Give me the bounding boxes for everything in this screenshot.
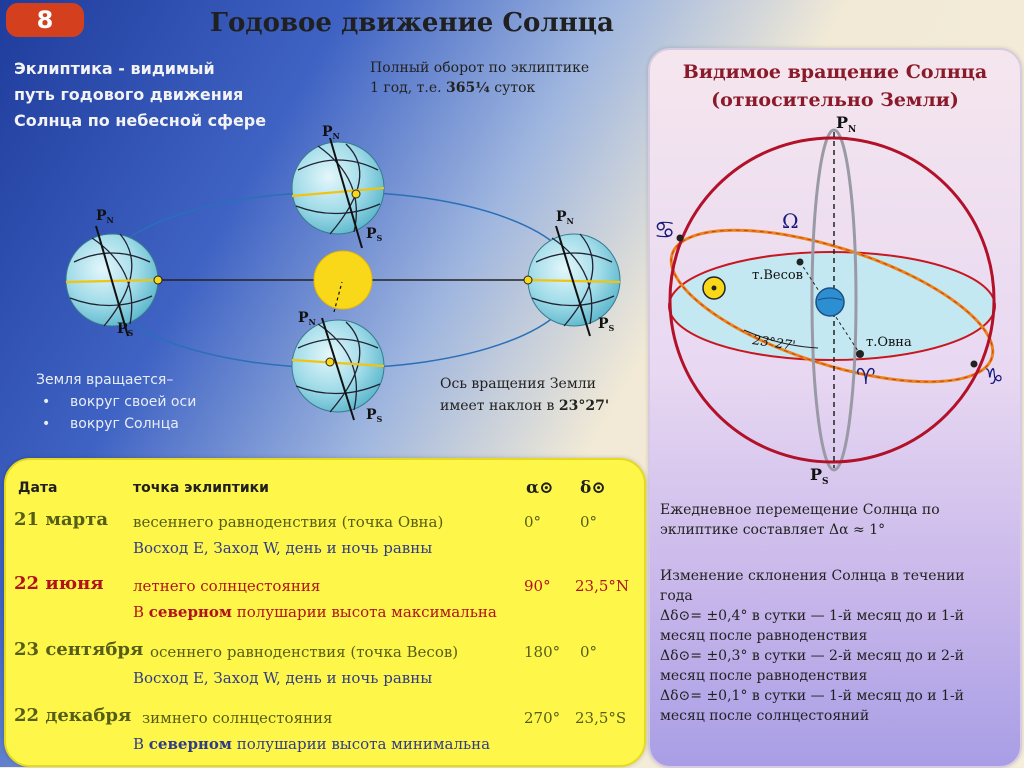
- earth-left: [65, 225, 163, 337]
- table-row-date: 22 декабря: [14, 705, 132, 726]
- axis-note-line: имеет наклон в 23°27': [440, 398, 610, 414]
- sphere-pole-south-label: PS: [810, 465, 829, 487]
- tilt-angle-label: 23°27': [750, 333, 796, 354]
- table-row-alpha: 270°: [524, 709, 561, 727]
- earth-top: [291, 137, 385, 249]
- pole-south-label: PS: [366, 226, 383, 243]
- slide-number-badge: 8: [6, 3, 84, 37]
- table-row-alpha: 180°: [524, 643, 561, 661]
- list-item: •вокруг Солнца: [42, 416, 179, 432]
- table-row-date: 21 марта: [14, 509, 109, 530]
- table-row-point: осеннего равноденствия (точка Весов): [150, 643, 459, 661]
- libra-point-label: т.Весов: [752, 268, 803, 283]
- declination-change-note: Изменение склонения Солнца в течении год…: [660, 568, 965, 724]
- earth-rotation-title: Земля вращается–: [36, 372, 174, 388]
- earth-bottom: [291, 281, 385, 421]
- table-row-note: В северном полушарии высота максимальна: [133, 603, 497, 621]
- table-row-note: Восход E, Заход W, день и ночь равны: [133, 539, 433, 557]
- pole-north-label: PN: [322, 124, 340, 141]
- table-row-delta: 0°: [580, 513, 598, 531]
- libra-point-dot: [796, 258, 804, 266]
- orbit-note-line: 1 год, т.е. 365¼ суток: [370, 80, 536, 96]
- aries-point-label: т.Овна: [866, 335, 912, 350]
- table-row-alpha: 90°: [524, 577, 551, 595]
- orbit-note-line: Полный оборот по эклиптике: [370, 60, 590, 76]
- celestial-sphere-outline: [668, 136, 996, 464]
- page-title: Годовое движение Солнца: [210, 8, 614, 38]
- pole-north-label: PN: [556, 209, 574, 226]
- pole-south-label: PS: [598, 316, 615, 333]
- angle-arc: [743, 329, 819, 349]
- ecliptic-definition-line: путь годового движения: [14, 85, 244, 104]
- table-row-point: зимнего солнцестояния: [142, 709, 333, 727]
- table-row-note: В северном полушарии высота минимальна: [133, 735, 491, 753]
- header-delta: δ⊙: [580, 478, 606, 498]
- summer-solstice-point: [676, 234, 684, 242]
- pole-south-label: PS: [366, 407, 383, 424]
- meridian-ring: [810, 128, 858, 472]
- header-point: точка эклиптики: [133, 480, 269, 496]
- table-row-date: 23 сентября: [14, 639, 144, 660]
- pole-north-label: PN: [96, 208, 114, 225]
- ecliptic-definition-line: Солнца по небесной сфере: [14, 111, 267, 130]
- ecliptic-definition-line: Эклиптика - видимый: [14, 59, 215, 78]
- header-date: Дата: [18, 480, 58, 496]
- sun-icon: [313, 250, 373, 310]
- orbit-period-note: Полный оборот по эклиптике 1 год, т.е. 3…: [370, 58, 640, 98]
- ecliptic-definition: Эклиптика - видимый путь годового движен…: [14, 56, 314, 134]
- table-row-delta: 23,5°N: [575, 577, 630, 595]
- aries-sign-icon: ♈: [856, 365, 876, 390]
- winter-solstice-point: [970, 360, 978, 368]
- table-row-delta: 0°: [580, 643, 598, 661]
- earth-icon: [815, 287, 845, 317]
- daily-shift-note: Ежедневное перемещение Солнца по эклипти…: [660, 502, 940, 538]
- aries-point-dot: [856, 350, 864, 358]
- table-row-point: летнего солнцестояния: [133, 577, 321, 595]
- pole-north-label: PN: [298, 310, 316, 327]
- table-row-alpha: 0°: [524, 513, 542, 531]
- cancer-sign-icon: ♋: [654, 216, 676, 244]
- earth-rotation-list: Земля вращается– •вокруг своей оси •вокр…: [36, 369, 266, 435]
- axis-note-line: Ось вращения Земли: [440, 376, 596, 392]
- capricorn-sign-icon: ♑: [984, 365, 1004, 390]
- table-row-date: 22 июня: [14, 573, 104, 594]
- table-row-delta: 23,5°S: [575, 709, 627, 727]
- axis-tilt-note: Ось вращения Земли имеет наклон в 23°27': [440, 373, 660, 417]
- list-item: •вокруг своей оси: [42, 394, 197, 410]
- table-row-note: Восход E, Заход W, день и ночь равны: [133, 669, 433, 687]
- panel-title: Видимое вращение Солнца (относительно Зе…: [682, 61, 988, 111]
- earth-right: [523, 225, 621, 337]
- ecliptic-dashed: [670, 229, 994, 383]
- sphere-pole-north-label: PN: [836, 113, 856, 135]
- table-row-point: весеннего равноденствия (точка Овна): [133, 513, 444, 531]
- header-alpha: α⊙: [526, 478, 554, 498]
- libra-sign-icon: Ω: [782, 209, 799, 233]
- pole-south-label: PS: [117, 321, 134, 338]
- ecliptic-points-table: [4, 458, 646, 767]
